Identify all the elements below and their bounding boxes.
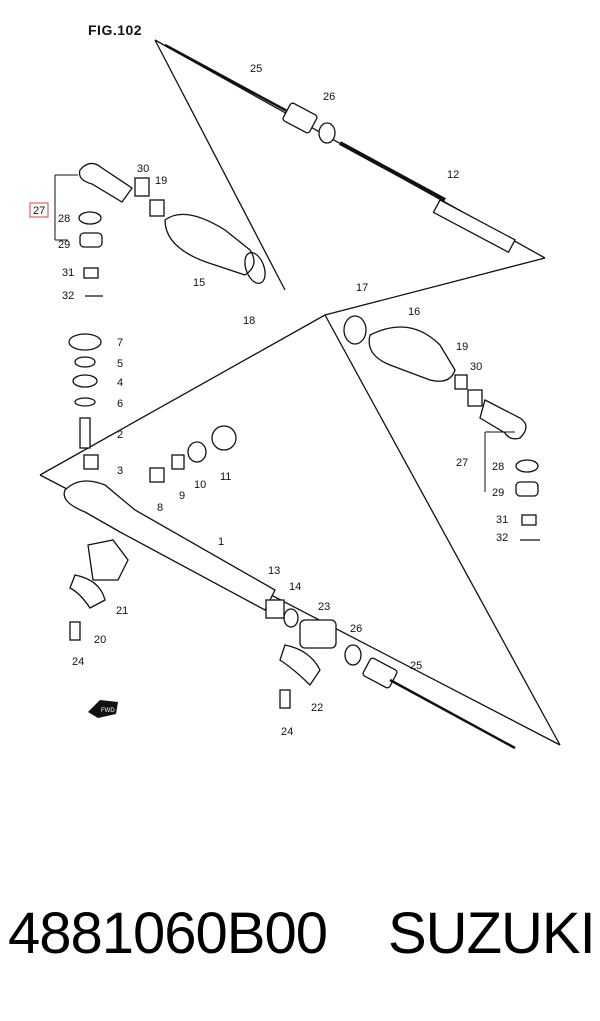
nut-left	[134, 177, 150, 197]
fwd-label: FWD	[101, 708, 115, 714]
washer-28-right	[515, 459, 539, 473]
rack-teeth	[339, 141, 446, 202]
callout-2: 2	[117, 429, 123, 441]
brand-name: SUZUKI	[388, 901, 596, 966]
nut-5	[74, 356, 96, 368]
nut-right	[467, 389, 483, 407]
callout-31-2: 31	[496, 514, 508, 526]
callout-16: 16	[408, 306, 420, 318]
rack-end-23	[299, 619, 337, 649]
frame-line	[324, 314, 561, 746]
plug-10	[187, 441, 207, 463]
callout-24: 24	[72, 656, 84, 668]
callout-30: 30	[137, 163, 149, 175]
callout-28: 28	[58, 213, 70, 225]
callout-29-2: 29	[492, 487, 504, 499]
bush-13	[265, 599, 285, 619]
callout-27: 27	[33, 205, 45, 217]
callout-17: 17	[356, 282, 368, 294]
callout-18: 18	[243, 315, 255, 327]
callout-26: 26	[323, 91, 335, 103]
bushing-21	[87, 539, 129, 581]
callout-26-2: 26	[350, 623, 362, 635]
callout-13: 13	[268, 565, 280, 577]
seal-29-right	[515, 481, 539, 497]
callout-22: 22	[311, 702, 323, 714]
callout-29: 29	[58, 239, 70, 251]
part-number: 4881060B00	[8, 901, 328, 966]
nut-31-right	[521, 514, 537, 526]
tie-rod-joint-upper	[282, 102, 318, 134]
bracket-22	[279, 644, 321, 687]
callout-1: 1	[218, 536, 224, 548]
callout-31: 31	[62, 267, 74, 279]
figure-label: FIG.102	[88, 22, 143, 38]
callout-7: 7	[117, 337, 123, 349]
callout-14: 14	[289, 581, 301, 593]
tie-rod-joint-lower	[362, 657, 398, 689]
callout-8: 8	[157, 502, 163, 514]
washer-28-left	[78, 211, 102, 225]
callout-5: 5	[117, 358, 123, 370]
callout-12: 12	[447, 169, 459, 181]
frame-line	[154, 39, 286, 291]
bolt-24-left	[69, 621, 81, 641]
callout-32-2: 32	[496, 532, 508, 544]
callout-9: 9	[179, 490, 185, 502]
clamp-left	[244, 252, 266, 284]
callout-19: 19	[155, 175, 167, 187]
bolt-24-right	[279, 689, 291, 709]
spring-9	[171, 454, 185, 470]
seal-6	[74, 397, 96, 407]
clip-left	[149, 199, 165, 217]
fwd-arrow-icon: FWD	[88, 700, 118, 718]
callout-25: 25	[250, 63, 262, 75]
tie-rod-end-right	[479, 399, 527, 440]
tie-rod-end-left	[78, 162, 133, 203]
tie-rod-upper	[164, 43, 301, 120]
bearing-3	[83, 454, 99, 470]
boot-left	[164, 213, 255, 276]
lock-washer-upper	[318, 122, 336, 144]
o-ring-14	[283, 608, 299, 628]
rack-bar	[432, 199, 516, 254]
callout-15: 15	[193, 277, 205, 289]
highlight-27-box	[29, 202, 49, 218]
pinion-2	[79, 417, 91, 449]
nut-31-left	[83, 267, 99, 279]
callout-11: 11	[220, 471, 231, 483]
callout-28-2: 28	[492, 461, 504, 473]
callout-20: 20	[94, 634, 106, 646]
callout-27-2: 27	[456, 457, 468, 469]
callout-3: 3	[117, 465, 123, 477]
bracket-20	[69, 574, 106, 609]
yoke-8	[149, 467, 165, 483]
seal-29-left	[79, 232, 103, 248]
locknut-11	[211, 425, 237, 451]
cap-7	[68, 333, 102, 351]
callout-24-2: 24	[281, 726, 293, 738]
callout-25-2: 25	[410, 660, 422, 672]
plug-4	[72, 374, 98, 388]
clamp-right	[343, 315, 367, 345]
callout-30-2: 30	[470, 361, 482, 373]
callout-10: 10	[194, 479, 206, 491]
callout-4: 4	[117, 377, 123, 389]
callout-32: 32	[62, 290, 74, 302]
callout-23: 23	[318, 601, 330, 613]
callout-21: 21	[116, 605, 128, 617]
tie-rod-lower	[389, 678, 516, 750]
frame-line	[324, 257, 546, 316]
lock-washer-lower	[344, 644, 362, 666]
callout-19-2: 19	[456, 341, 468, 353]
clip-right	[454, 374, 468, 390]
boot-right	[368, 326, 456, 382]
callout-6: 6	[117, 398, 123, 410]
